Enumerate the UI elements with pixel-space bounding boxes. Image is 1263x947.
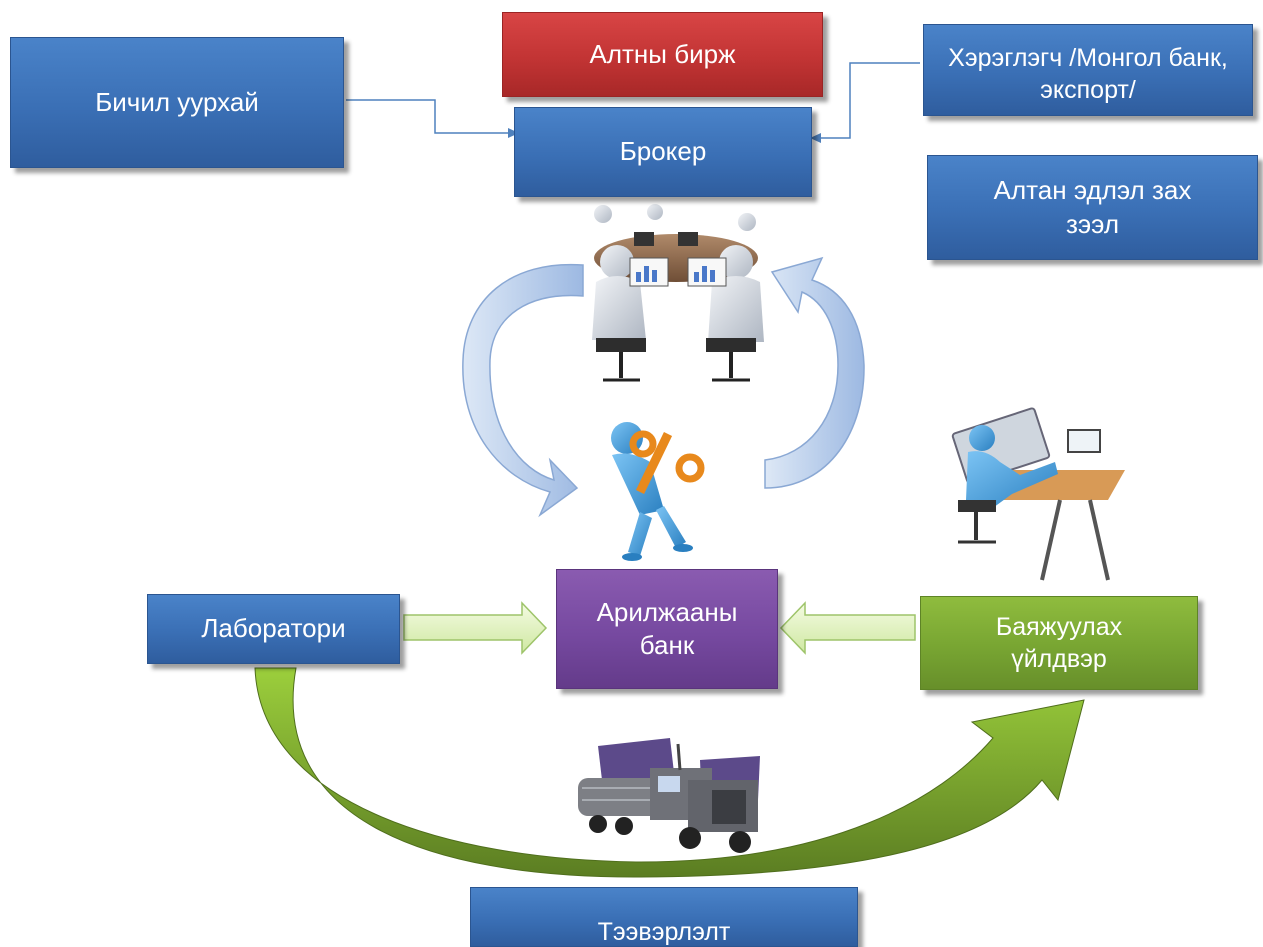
laboratory-label: Лаборатори bbox=[201, 613, 346, 644]
arrow-refinery-to-bank bbox=[779, 601, 916, 655]
person-holding-percent-sign bbox=[611, 422, 705, 561]
person-at-desk-with-computer bbox=[951, 407, 1125, 581]
commercial-bank-label: Арилжааны банк bbox=[596, 596, 738, 660]
consumer-label: Хэрэглэгч /Монгол банк, экспорт/ bbox=[948, 44, 1228, 104]
consumer-box: Хэрэглэгч /Монгол банк, экспорт/ bbox=[923, 24, 1253, 116]
transport-box: Тээвэрлэлт bbox=[470, 887, 858, 947]
commercial-bank-box: Арилжааны банк bbox=[556, 569, 778, 689]
gold-products-box: Алтан эдлэл зах зээл bbox=[927, 155, 1258, 260]
business-meeting-figures bbox=[585, 200, 767, 392]
refinery-box: Баяжуулах үйлдвэр bbox=[920, 596, 1198, 690]
broker-label: Брокер bbox=[619, 136, 707, 167]
gold-exchange-box: Алтны бирж bbox=[502, 12, 823, 97]
transport-label: Тээвэрлэлт bbox=[597, 918, 731, 946]
small-mine-box: Бичил уурхай bbox=[10, 37, 344, 168]
gold-exchange-label: Алтны бирж bbox=[589, 38, 736, 69]
broker-box: Брокер bbox=[514, 107, 812, 197]
refinery-label: Баяжуулах үйлдвэр bbox=[995, 613, 1123, 673]
connector-consumer-to-broker bbox=[810, 62, 920, 143]
curved-arrow-right bbox=[764, 256, 865, 489]
small-mine-label: Бичил уурхай bbox=[95, 86, 259, 117]
arrow-lab-to-bank bbox=[403, 601, 548, 655]
curved-arrow-transport bbox=[254, 667, 1085, 878]
connector-mine-to-broker bbox=[346, 99, 519, 138]
logging-truck bbox=[578, 738, 760, 853]
laboratory-box: Лаборатори bbox=[147, 594, 400, 664]
curved-arrow-left bbox=[462, 263, 584, 518]
gold-products-label: Алтан эдлэл зах зээл bbox=[993, 175, 1192, 239]
